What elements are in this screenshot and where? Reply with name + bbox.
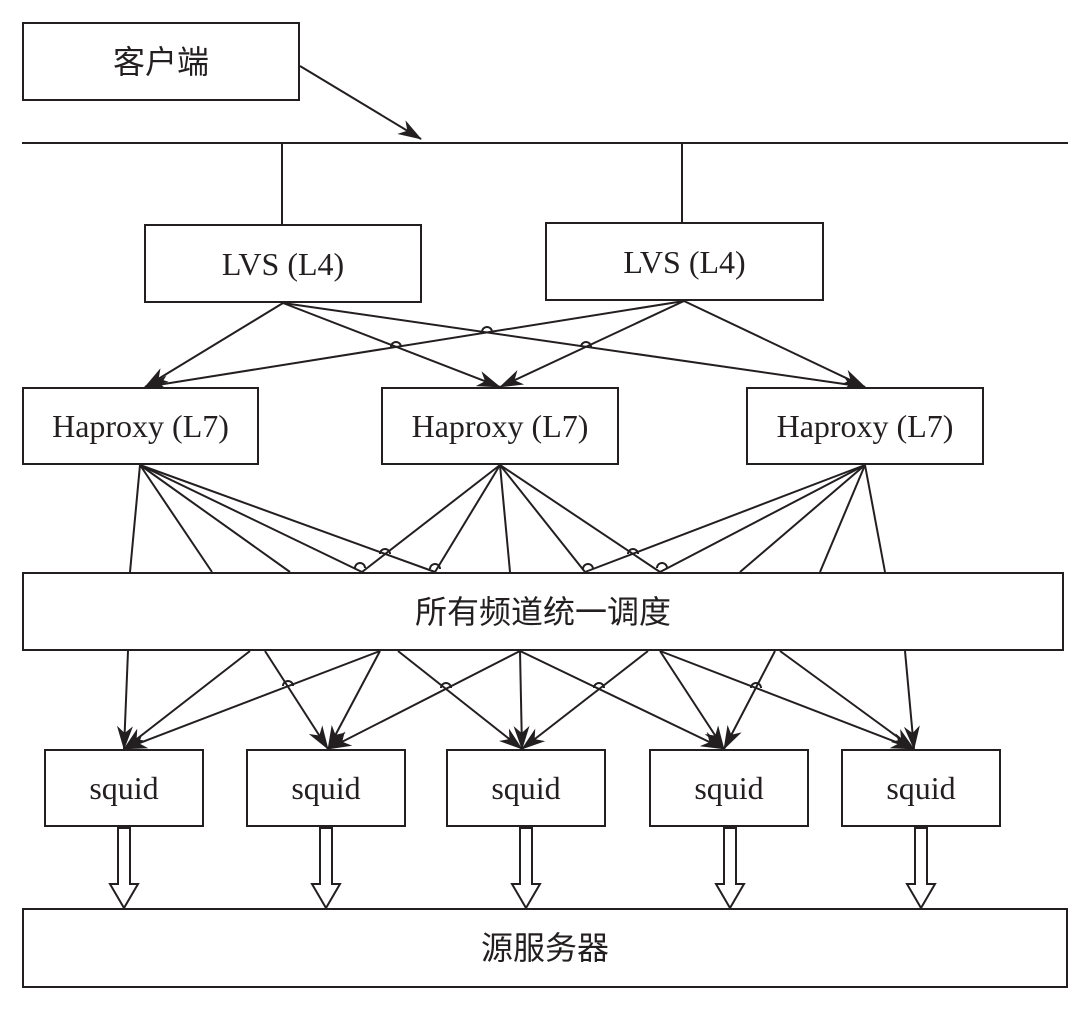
squid-box-1: squid — [44, 749, 204, 827]
lvs-box-2: LVS (L4) — [545, 222, 824, 301]
squid-label: squid — [89, 770, 159, 806]
haproxy-3-to-scheduler-line — [864, 464, 886, 573]
scheduler-to-squid-1-arrow — [123, 650, 251, 750]
origin-server-box: 源服务器 — [22, 908, 1068, 988]
haproxy-label: Haproxy (L7) — [52, 408, 229, 444]
haproxy-1-to-scheduler-line — [139, 464, 363, 573]
line-crossing-hop — [580, 341, 592, 348]
squid-4-to-origin-hollow-arrow — [714, 827, 746, 910]
line-crossing-hop — [481, 326, 493, 333]
haproxy-2-to-scheduler-line — [499, 464, 586, 573]
squid-box-4: squid — [649, 749, 809, 827]
haproxy-3-to-scheduler-line — [659, 464, 866, 573]
scheduler-to-squid-5-arrow — [903, 650, 920, 750]
line-crossing-hop — [440, 682, 452, 689]
haproxy-2-to-scheduler-line — [434, 464, 501, 573]
scheduler-to-squid-1-arrow — [123, 650, 381, 750]
squid-box-3: squid — [446, 749, 606, 827]
haproxy-label: Haproxy (L7) — [776, 408, 954, 444]
scheduler-to-squid-3-arrow — [513, 650, 530, 750]
haproxy-box-3: Haproxy (L7) — [746, 387, 984, 465]
scheduler-to-squid-1-arrow — [116, 650, 133, 750]
squid-1-to-origin-hollow-arrow — [108, 827, 140, 910]
lvs-box-1: LVS (L4) — [144, 224, 422, 303]
squid-box-5: squid — [841, 749, 1001, 827]
line-crossing-hop — [379, 548, 391, 555]
scheduler-box: 所有频道统一调度 — [22, 572, 1064, 651]
haproxy-label: Haproxy (L7) — [411, 408, 589, 444]
scheduler-to-squid-3-arrow — [397, 650, 523, 750]
scheduler-to-squid-3-arrow — [521, 650, 649, 750]
scheduler-to-squid-5-arrow — [779, 650, 915, 750]
lvs-2-to-haproxy-1-arrow — [144, 300, 685, 392]
client-to-bus-arrow — [299, 65, 422, 140]
client-box: 客户端 — [22, 22, 300, 101]
line-crossing-hop — [282, 680, 294, 687]
scheduler-to-squid-4-arrow — [723, 650, 776, 750]
haproxy-3-to-scheduler-line — [584, 464, 866, 573]
haproxy-2-to-scheduler-line — [499, 464, 661, 573]
line-crossing-hop — [627, 548, 639, 555]
haproxy-3-to-scheduler-line — [739, 464, 866, 573]
scheduler-to-squid-2-arrow — [327, 650, 381, 750]
haproxy-1-to-scheduler-line — [139, 464, 436, 573]
line-crossing-hop — [390, 341, 402, 348]
lvs-2-to-haproxy-3-arrow — [683, 300, 866, 388]
squid-2-to-origin-hollow-arrow — [310, 827, 342, 910]
haproxy-3-to-scheduler-line — [819, 464, 866, 573]
line-crossing-hop — [656, 562, 668, 569]
line-crossing-hop — [429, 563, 441, 570]
haproxy-box-1: Haproxy (L7) — [22, 387, 259, 465]
lvs-1-to-haproxy-1-arrow — [144, 302, 284, 388]
line-crossing-hop — [354, 562, 366, 569]
squid-box-2: squid — [246, 749, 406, 827]
scheduler-label: 所有频道统一调度 — [414, 593, 671, 630]
haproxy-1-to-scheduler-line — [139, 464, 291, 573]
lvs-label: LVS (L4) — [623, 243, 746, 280]
line-crossing-hop — [750, 682, 762, 689]
scheduler-to-squid-4-arrow — [659, 650, 725, 750]
scheduler-to-squid-2-arrow — [327, 650, 521, 750]
haproxy-1-to-scheduler-line — [129, 464, 141, 573]
haproxy-2-to-scheduler-line — [361, 464, 501, 573]
squid-label: squid — [886, 770, 956, 806]
squid-3-to-origin-hollow-arrow — [510, 827, 542, 910]
client-label: 客户端 — [112, 43, 209, 80]
squid-5-to-origin-hollow-arrow — [905, 827, 937, 910]
scheduler-to-squid-5-arrow — [659, 650, 915, 750]
haproxy-box-2: Haproxy (L7) — [381, 387, 619, 465]
haproxy-1-to-scheduler-line — [139, 464, 213, 573]
lvs-label: LVS (L4) — [221, 245, 345, 282]
line-crossing-hop — [582, 563, 594, 570]
scheduler-to-squid-2-arrow — [264, 650, 329, 750]
squid-label: squid — [291, 770, 361, 806]
lvs-2-to-haproxy-2-arrow — [499, 300, 685, 388]
origin-server-label: 源服务器 — [480, 930, 609, 966]
line-crossing-hop — [593, 682, 605, 689]
squid-label: squid — [491, 770, 561, 806]
haproxy-2-to-scheduler-line — [499, 464, 511, 573]
lvs-1-to-haproxy-3-arrow — [282, 302, 866, 392]
squid-label: squid — [694, 770, 764, 806]
scheduler-to-squid-4-arrow — [519, 650, 725, 750]
